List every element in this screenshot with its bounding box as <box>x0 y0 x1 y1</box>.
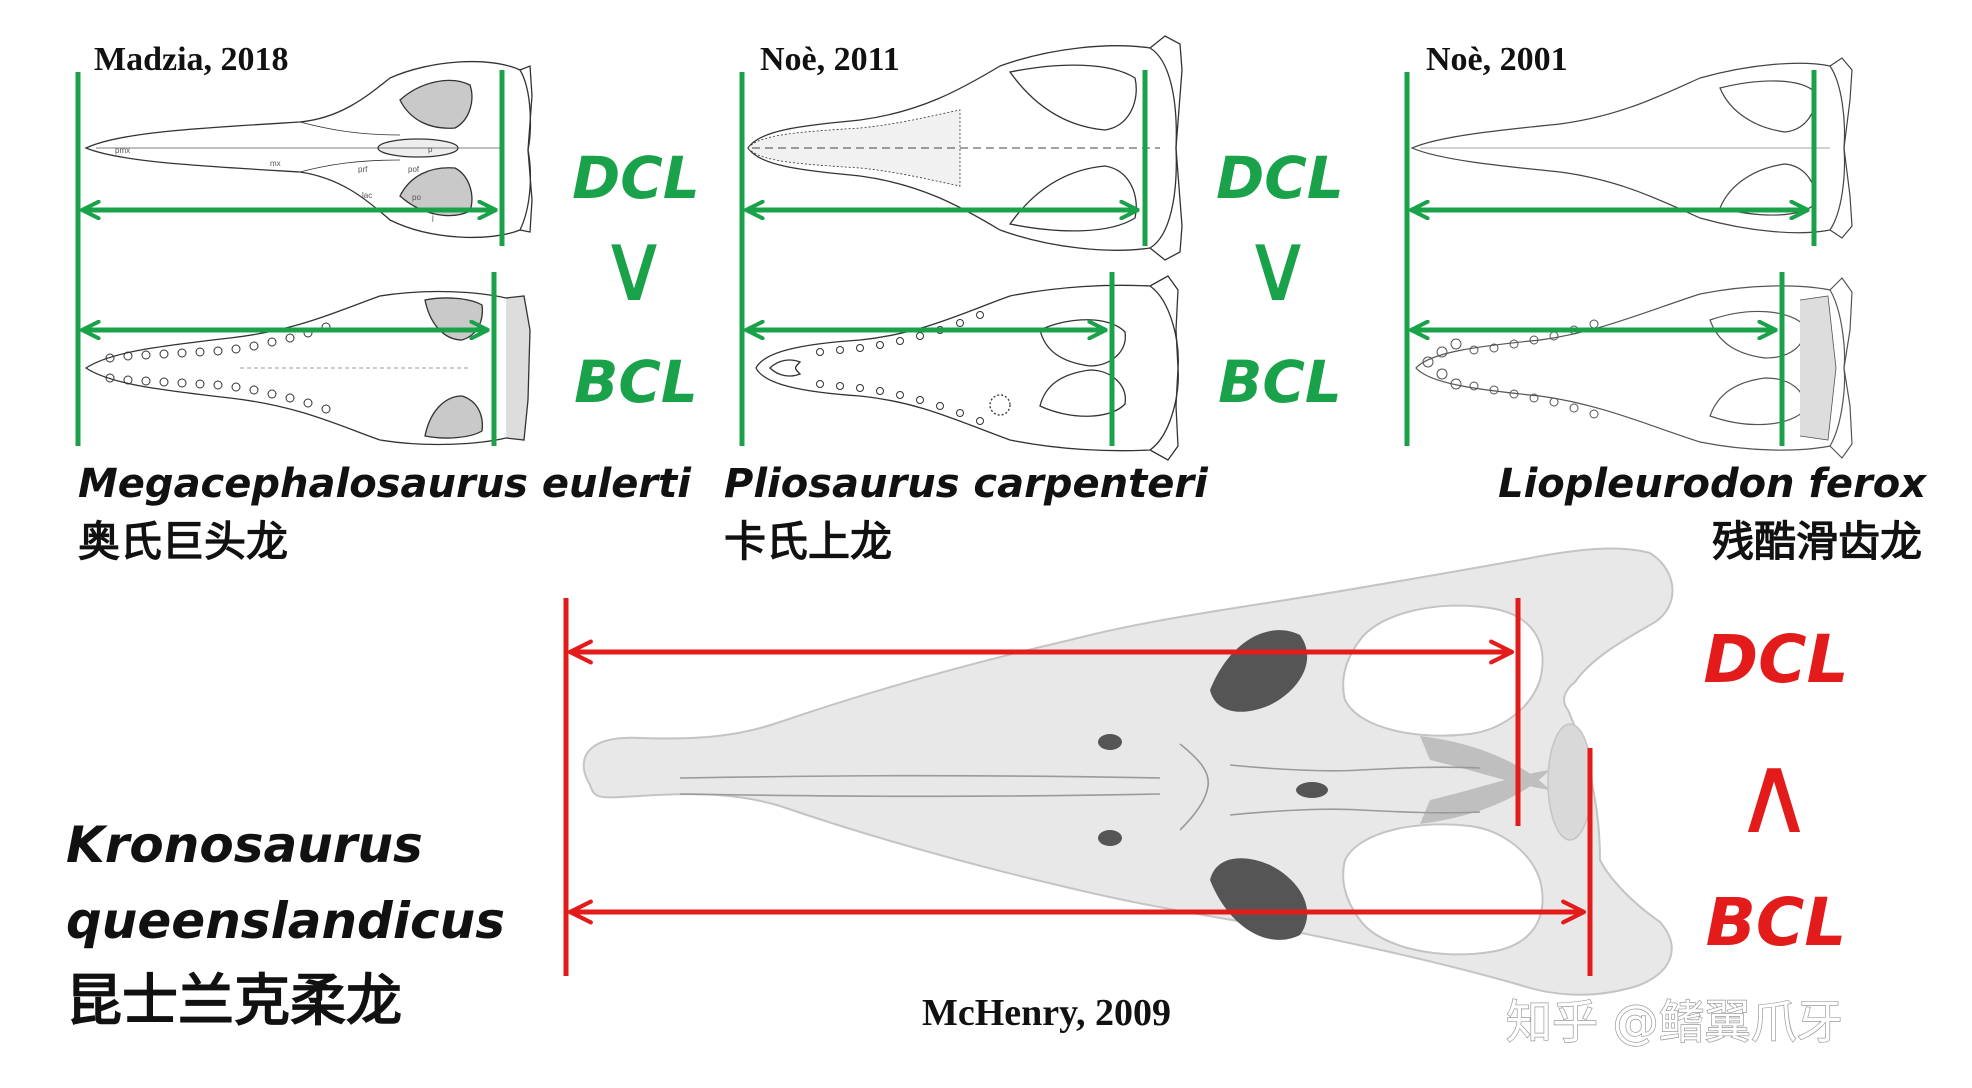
measure-lines-kronosaurus <box>563 598 1593 976</box>
bone-label-prf: prf <box>358 165 368 174</box>
binomial-kronosaurus-line1: Kronosaurus <box>66 816 423 874</box>
kronosaurus-foramen-2 <box>1098 830 1122 846</box>
citation-madzia: Madzia, 2018 <box>94 41 289 78</box>
dcl-label: DCL <box>1703 621 1848 698</box>
chinese-name-kronosaurus: 昆士兰克柔龙 <box>66 969 402 1034</box>
panel-pliosaurus: Noè, 2011 Pliosaurus carpenteri 卡氏上龙 <box>724 35 1209 566</box>
skull-ventral-liopleurodon <box>1415 277 1853 459</box>
panel-megacephalosaurus: pmx mx prf pof lac po j p Madzia, 2018 M… <box>75 41 692 566</box>
greater-than-sign: ∨ <box>599 211 669 323</box>
watermark: 知乎 @鳍翼爪牙 <box>1506 995 1843 1049</box>
panel-liopleurodon: Noè, 2001 Liopleurodon ferox 残酷滑齿龙 <box>1404 41 1927 566</box>
skull-ventral-megacephalosaurus <box>84 290 531 446</box>
comparison-2: DCL ∨ BCL <box>1216 144 1344 416</box>
comparison-3: DCL ∧ BCL <box>1703 621 1848 961</box>
greater-than-sign: ∨ <box>1243 211 1313 323</box>
citation-noe-2011: Noè, 2011 <box>760 41 900 78</box>
kronosaurus-sutures <box>679 743 1481 831</box>
bone-label-lac: lac <box>362 191 372 200</box>
binomial-liopleurodon: Liopleurodon ferox <box>1498 461 1927 507</box>
citation-mchenry: McHenry, 2009 <box>922 992 1171 1034</box>
skull-dorsal-megacephalosaurus <box>84 60 533 239</box>
bone-label-mx: mx <box>270 159 281 168</box>
kronosaurus-occipital <box>1547 723 1593 841</box>
bone-label-po: po <box>412 193 421 202</box>
bcl-label: BCL <box>1706 884 1847 961</box>
kronosaurus-pineal <box>1296 782 1328 798</box>
panel-kronosaurus: DCL ∧ BCL Kronosaurus queenslandicus 昆士兰… <box>66 547 1849 1034</box>
binomial-pliosaurus: Pliosaurus carpenteri <box>724 461 1209 507</box>
measure-lines-megacephalosaurus <box>75 70 505 446</box>
chinese-name-liopleurodon: 残酷滑齿龙 <box>1712 517 1922 566</box>
bone-label-p: p <box>428 145 433 154</box>
bone-label-pmx: pmx <box>115 146 130 155</box>
measure-lines-liopleurodon <box>1404 70 1817 446</box>
bone-label-j: j <box>431 213 434 222</box>
binomial-kronosaurus-line2: queenslandicus <box>66 892 505 950</box>
comparison-1: DCL ∨ BCL <box>572 144 700 416</box>
skull-ventral-pliosaurus <box>755 275 1179 461</box>
bcl-label: BCL <box>574 348 698 416</box>
dcl-label: DCL <box>572 144 700 212</box>
chinese-name-pliosaurus: 卡氏上龙 <box>724 517 892 566</box>
bcl-label: BCL <box>1218 348 1342 416</box>
bone-label-pof: pof <box>408 165 420 174</box>
binomial-megacephalosaurus: Megacephalosaurus eulerti <box>78 461 692 507</box>
citation-noe-2001: Noè, 2001 <box>1426 41 1568 78</box>
skull-kronosaurus <box>582 547 1674 996</box>
kronosaurus-foramen-1 <box>1098 734 1122 750</box>
measure-lines-pliosaurus <box>739 70 1148 446</box>
dcl-label: DCL <box>1216 144 1344 212</box>
less-than-sign: ∧ <box>1734 730 1815 858</box>
chinese-name-megacephalosaurus: 奥氏巨头龙 <box>78 517 288 566</box>
